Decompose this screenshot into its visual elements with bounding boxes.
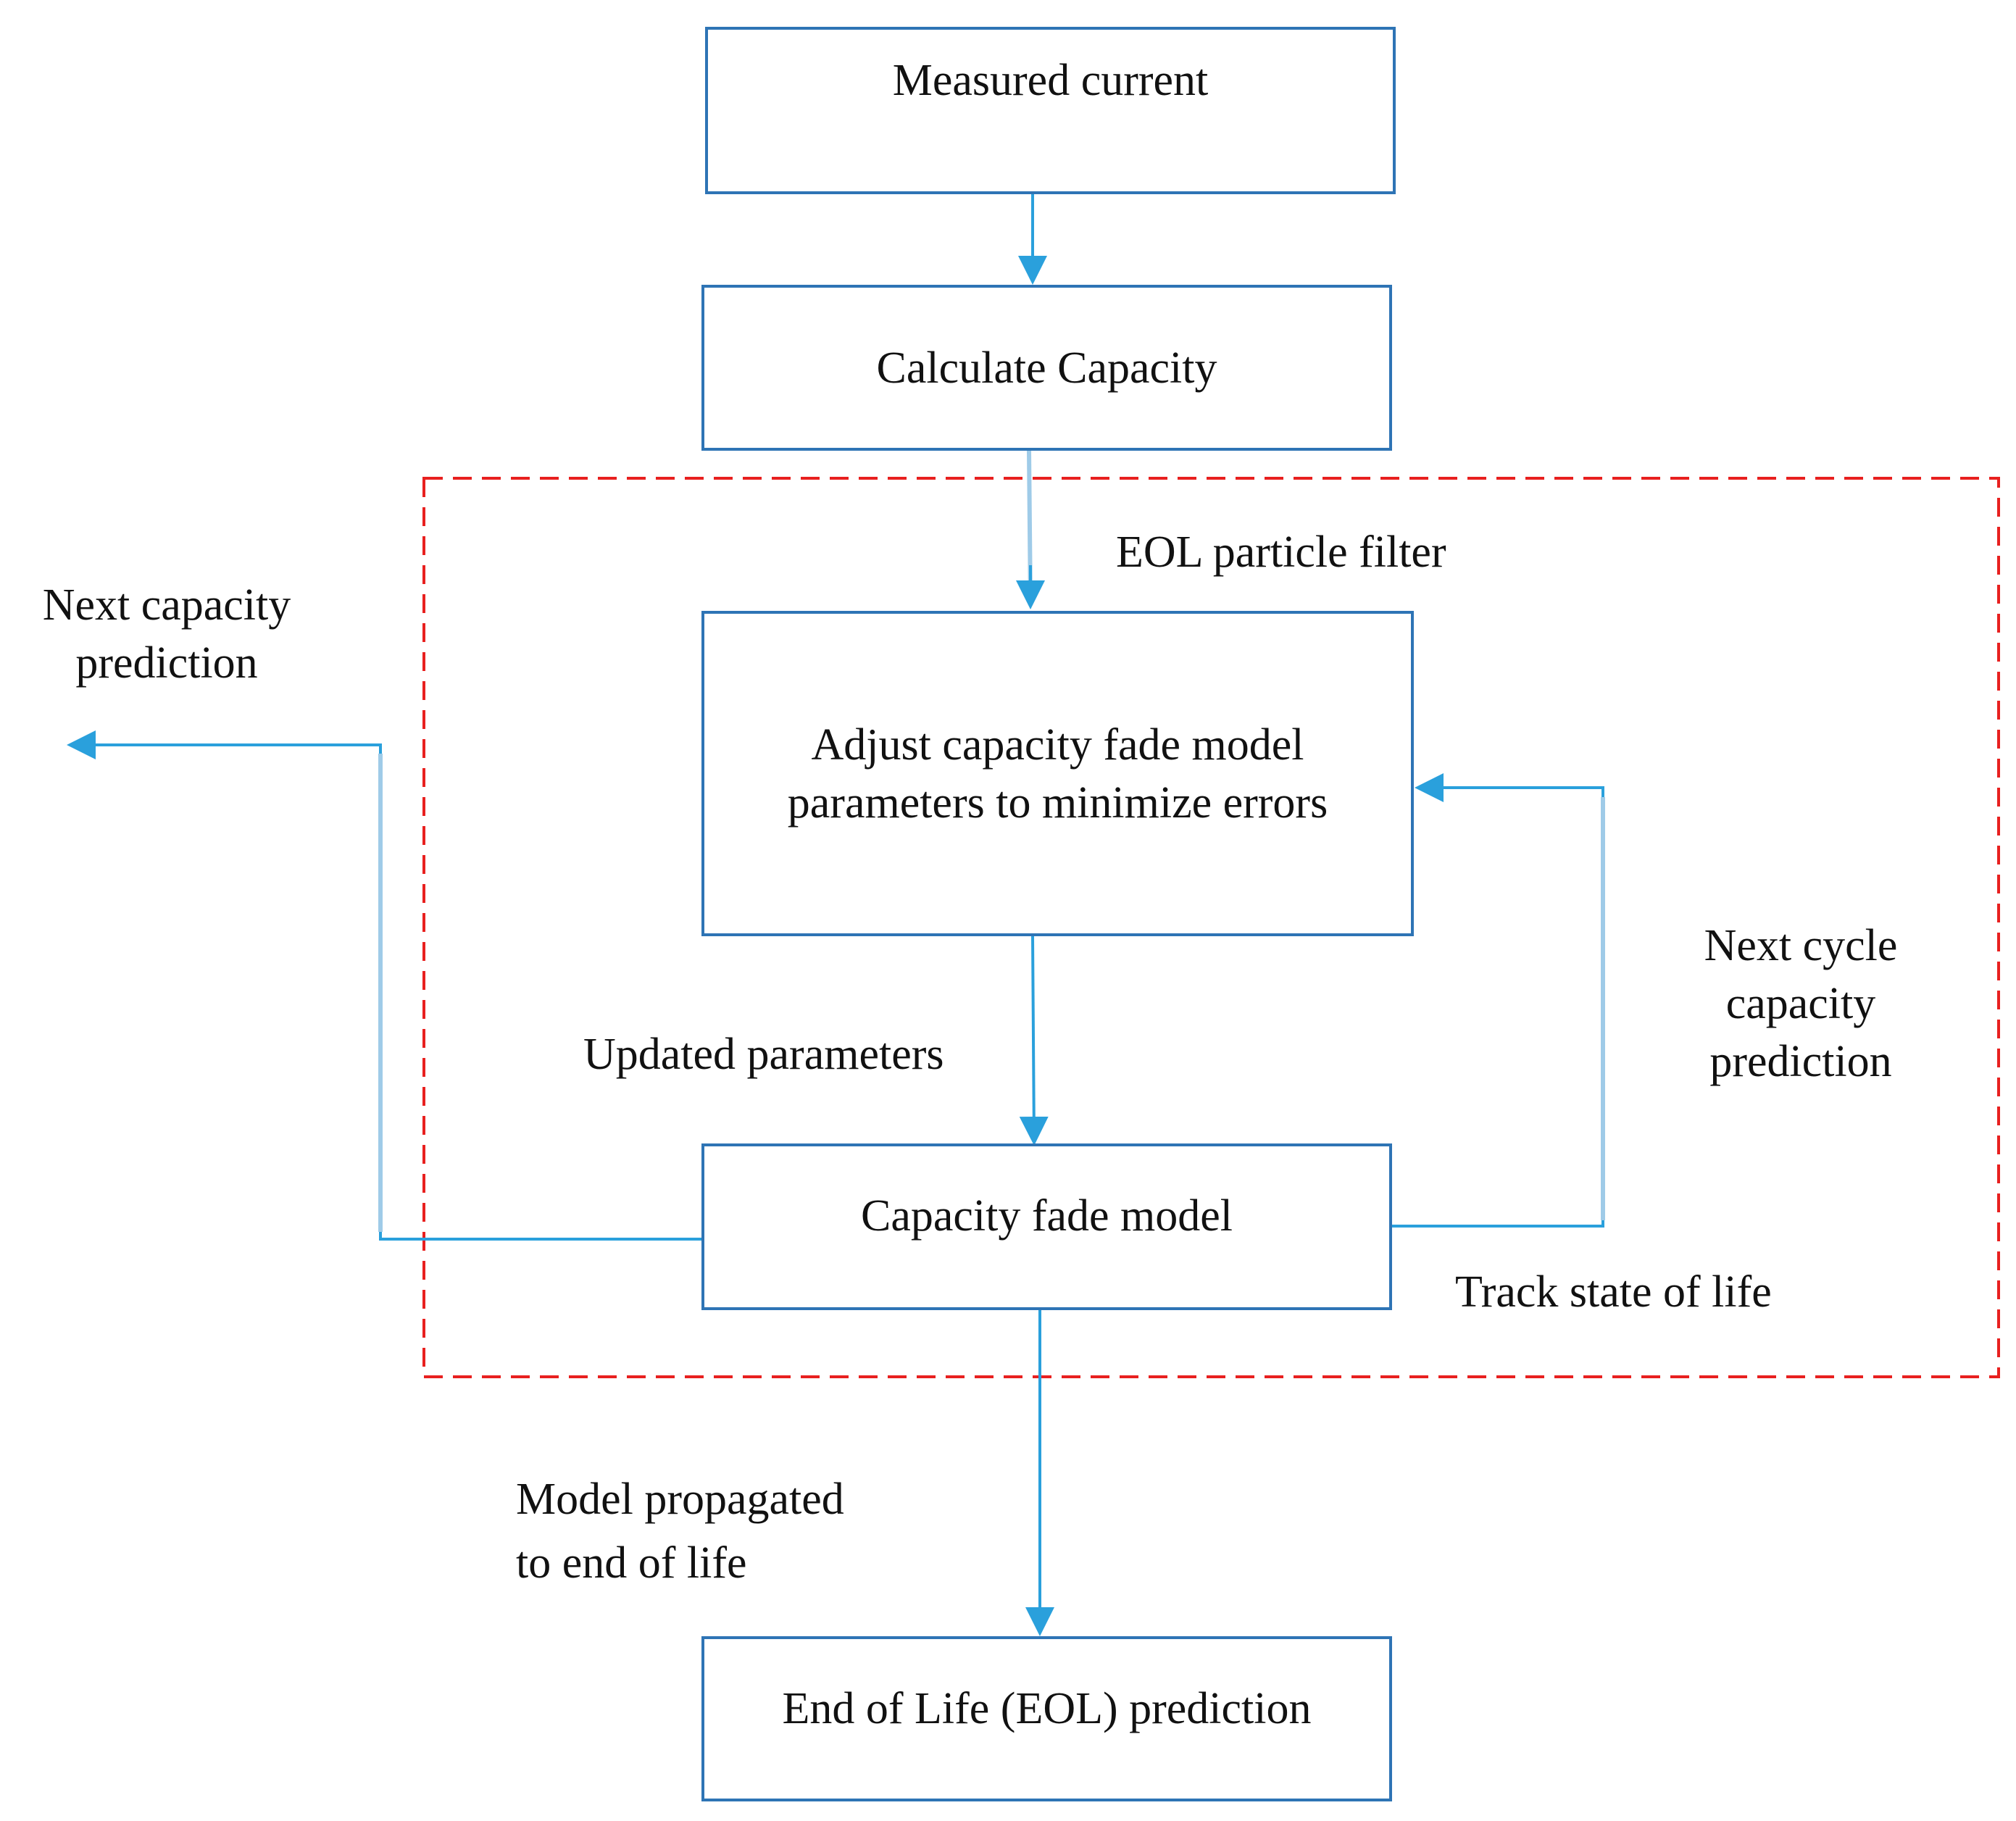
- next-cycle-line3: prediction: [1709, 1037, 1892, 1086]
- calculate-capacity-text: Calculate Capacity: [876, 343, 1217, 393]
- model-propagated-label: Model propagated to end of life: [516, 1467, 844, 1595]
- calculate-capacity-box: Calculate Capacity: [701, 285, 1392, 451]
- eol-particle-filter-region: [422, 477, 2000, 1378]
- eol-particle-filter-label: EOL particle filter: [1116, 528, 1446, 577]
- next-cycle-line2: capacity: [1725, 979, 1876, 1028]
- model-propagated-line2: to end of life: [516, 1538, 747, 1588]
- arrow-track-state-loop: [1392, 773, 1604, 1228]
- next-capacity-prediction-line1: Next capacity: [42, 580, 291, 630]
- track-state-of-life-label: Track state of life: [1455, 1267, 1772, 1317]
- eol-prediction-text: End of Life (EOL) prediction: [782, 1684, 1312, 1733]
- adjust-parameters-line1: Adjust capacity fade model: [811, 720, 1304, 770]
- arrow-adjust-to-fade-model: [1019, 935, 1049, 1146]
- model-propagated-line1: Model propagated: [516, 1475, 844, 1524]
- next-capacity-prediction-line2: prediction: [75, 638, 258, 688]
- measured-current-text: Measured current: [892, 56, 1209, 105]
- capacity-fade-model-box: Capacity fade model: [701, 1143, 1392, 1310]
- capacity-fade-model-text: Capacity fade model: [860, 1191, 1233, 1241]
- measured-current-box: Measured current: [705, 27, 1396, 194]
- arrow-fade-model-to-next-capacity: [67, 730, 701, 1241]
- next-cycle-line1: Next cycle: [1704, 921, 1898, 970]
- next-capacity-prediction-label: Next capacity prediction: [22, 576, 312, 692]
- next-cycle-capacity-prediction-label: Next cycle capacity prediction: [1659, 917, 1942, 1091]
- adjust-parameters-line2: parameters to minimize errors: [787, 778, 1328, 828]
- eol-prediction-box: End of Life (EOL) prediction: [701, 1636, 1392, 1801]
- updated-parameters-label: Updated parameters: [583, 1030, 944, 1079]
- adjust-parameters-box: Adjust capacity fade model parameters to…: [701, 611, 1414, 936]
